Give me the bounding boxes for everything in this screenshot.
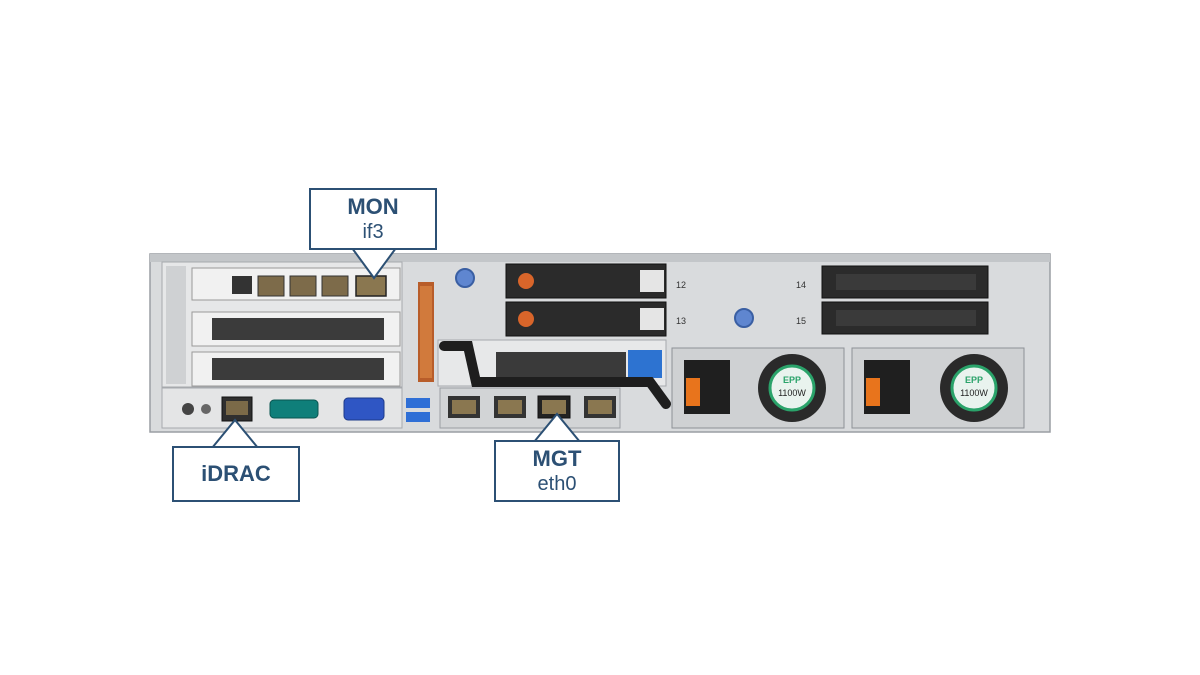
mgt-callout: MGT eth0	[494, 440, 620, 502]
rear-io-left	[161, 387, 430, 429]
mgt-callout-title: MGT	[532, 446, 582, 471]
psu-2	[851, 347, 1025, 429]
mon-callout: MON if3	[309, 188, 437, 250]
psu-1-watts: 1100W	[778, 388, 806, 398]
psu-1-badge: EPP	[783, 375, 801, 385]
bay-15-label: 15	[796, 316, 806, 326]
mon-callout-title: MON	[347, 194, 399, 219]
mon-nic-ports	[257, 275, 387, 297]
psu-2-badge: EPP	[965, 375, 983, 385]
psu-1	[671, 347, 845, 429]
bay-13-label: 13	[676, 316, 686, 326]
usb-ports	[406, 398, 430, 422]
vga-port	[343, 397, 385, 421]
bay-14-label: 14	[796, 280, 806, 290]
callout-arrows	[209, 247, 583, 449]
idrac-callout-title: iDRAC	[201, 461, 271, 486]
serial-port	[269, 399, 319, 419]
mgt-callout-subtitle: eth0	[537, 473, 577, 495]
mon-callout-subtitle: if3	[362, 221, 384, 243]
lom-ports	[439, 387, 621, 429]
bay-12-label: 12	[676, 280, 686, 290]
drive-bays	[505, 263, 989, 337]
mon-if3-port	[355, 275, 387, 297]
pcie-riser-left	[161, 261, 403, 388]
psu-2-watts: 1100W	[960, 388, 988, 398]
idrac-callout: iDRAC	[172, 446, 300, 502]
